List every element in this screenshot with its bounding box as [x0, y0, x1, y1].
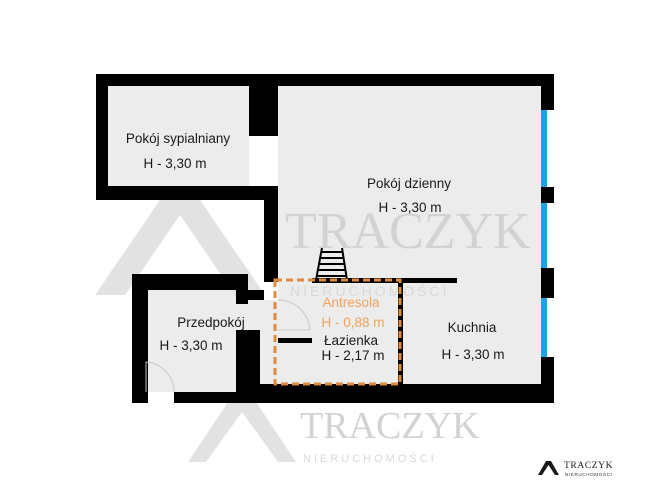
wall-hall-right-lower	[236, 330, 260, 403]
watermark-mark-icon	[95, 200, 265, 295]
bathroom-height: H - 2,17 m	[321, 348, 384, 363]
doors	[145, 299, 311, 393]
mezzanine-name: Antresola	[322, 295, 380, 310]
bedroom-height: H - 3,30 m	[143, 156, 206, 171]
floor-areas	[108, 86, 541, 392]
living-floor	[278, 86, 541, 384]
window-upper	[541, 110, 547, 187]
watermark-mark-icon-lower	[188, 402, 296, 462]
wall-right-mid1	[541, 187, 554, 203]
bedroom-name: Pokój sypialniany	[126, 131, 231, 146]
wall-bottom	[236, 384, 554, 403]
bathroom-door	[277, 299, 311, 331]
wall-hall-top	[132, 274, 248, 290]
hall-height: H - 3,30 m	[159, 338, 222, 353]
hall-floor	[145, 290, 236, 392]
mezzanine-outline	[273, 278, 402, 386]
wall-center-upper	[264, 186, 278, 282]
hall-entrance-door	[145, 361, 175, 393]
wall-kitchen-divider	[312, 278, 457, 283]
watermark: TRACZYK NIERUCHOMOŚCI TRACZYK NIERUCHOMO…	[95, 200, 531, 465]
wall-junction	[248, 290, 264, 300]
living-height: H - 3,30 m	[378, 200, 441, 215]
room-labels: Pokój sypialniany H - 3,30 m Pokój dzien…	[126, 131, 505, 363]
brand-logo: TRACZYK NIERUCHOMOŚCI	[538, 461, 613, 477]
kitchen-height: H - 3,30 m	[441, 347, 504, 362]
watermark-title: TRACZYK	[285, 203, 531, 260]
wall-right-top	[541, 74, 554, 110]
watermark-title-lower: TRACZYK	[300, 405, 480, 447]
wall-bathroom-stub	[278, 338, 312, 343]
mezzanine-height: H - 0,88 m	[321, 315, 384, 330]
wall-hall-left	[132, 274, 148, 403]
window-middle	[541, 203, 547, 268]
hall-name: Przedpokój	[177, 315, 245, 330]
wall-bedroom-bottom	[96, 186, 278, 200]
ladder-icon	[315, 247, 348, 281]
windows	[541, 110, 547, 357]
wall-hall-bottom-right	[174, 392, 240, 403]
window-lower	[541, 298, 547, 357]
kitchen-name: Kuchnia	[448, 320, 497, 335]
wall-right-mid2	[541, 268, 554, 298]
traczyk-logo-icon	[538, 461, 559, 475]
wall-hall-bottom-left	[132, 392, 146, 403]
bedroom-floor	[108, 86, 249, 186]
logo-subtitle: NIERUCHOMOŚCI	[565, 470, 612, 477]
living-name: Pokój dzienny	[367, 176, 451, 191]
logo-name: TRACZYK	[564, 461, 613, 471]
wall-top	[96, 74, 554, 86]
watermark-subtitle: NIERUCHOMOŚCI	[290, 282, 450, 299]
wall-bedroom-pillar	[249, 86, 278, 136]
bathroom-name: Łazienka	[324, 333, 379, 348]
watermark-subtitle-lower: NIERUCHOMOŚCI	[303, 452, 437, 465]
wall-hall-right-upper	[236, 274, 248, 304]
wall-bedroom-left	[96, 74, 108, 200]
